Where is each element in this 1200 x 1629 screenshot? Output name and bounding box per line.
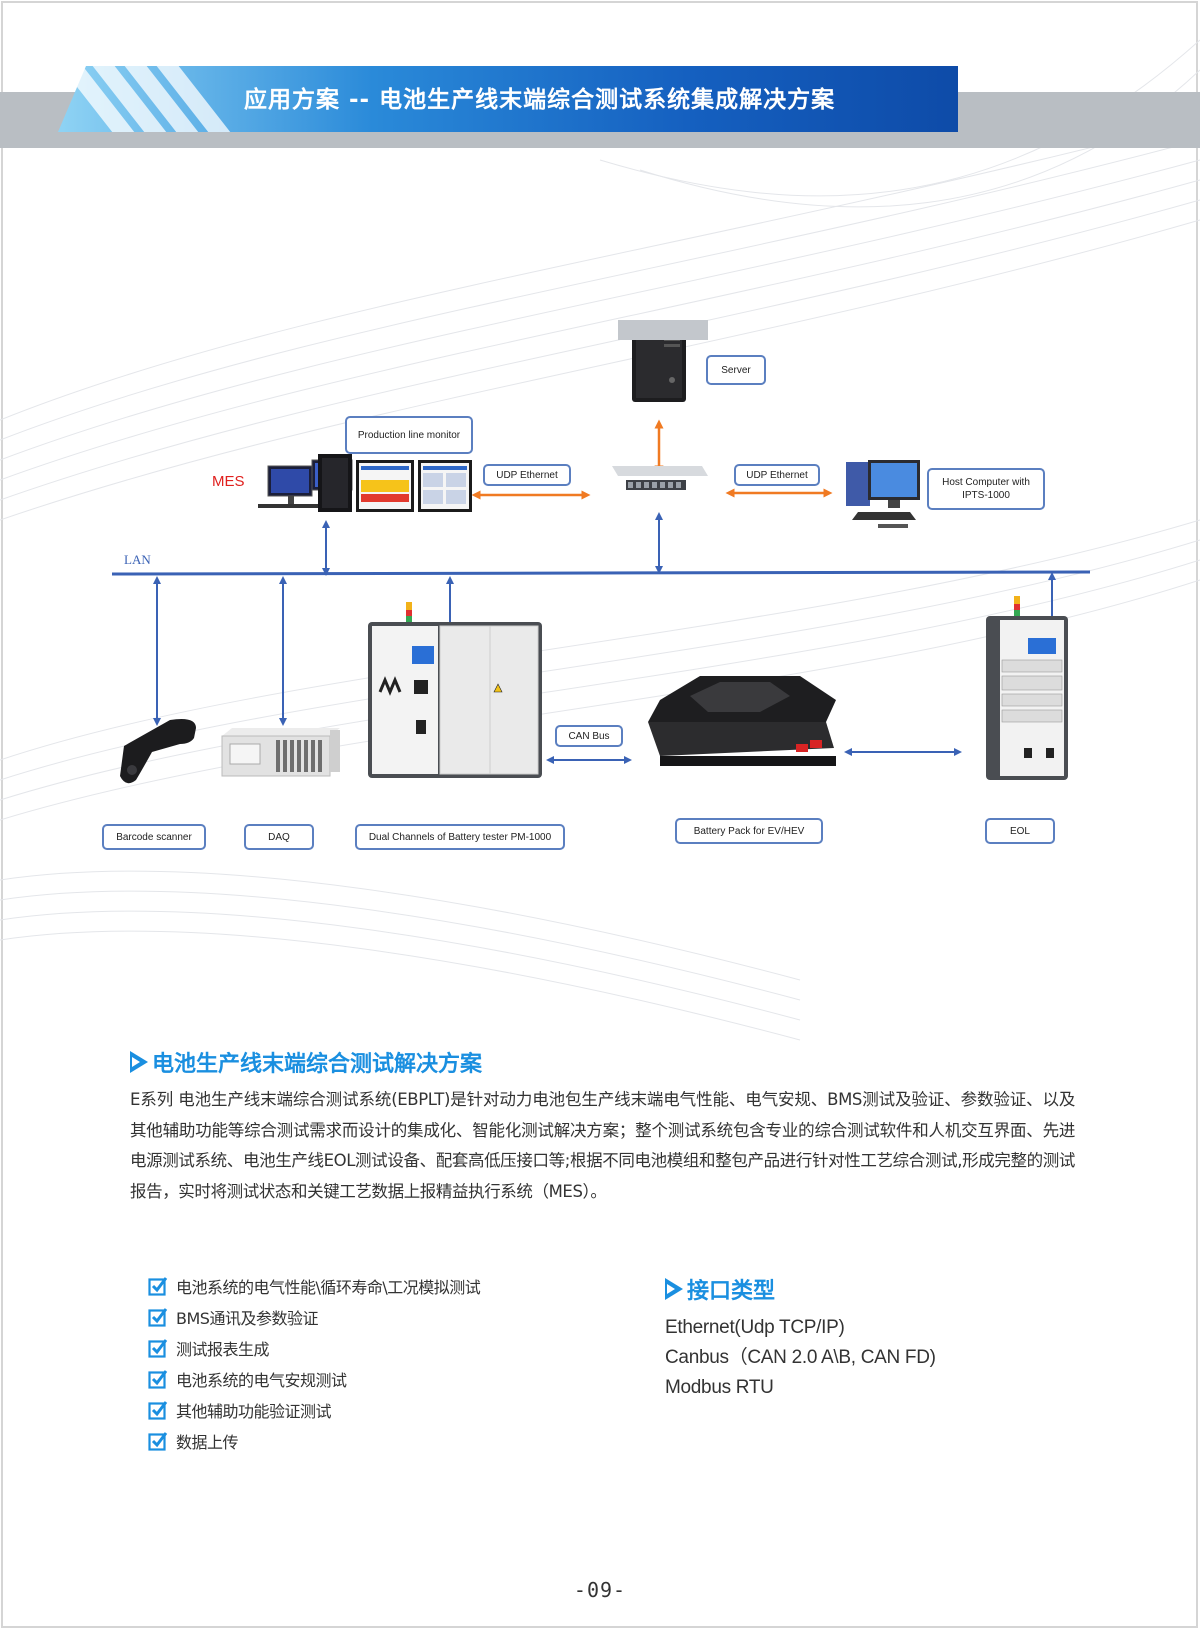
interface-item: Modbus RTU [665,1377,774,1398]
feature-text: 电池系统的电气性能\循环寿命\工况模拟测试 [176,1277,481,1297]
solution-description: E系列 电池生产线末端综合测试系统(EBPLT)是针对动力电池包生产线末端电气性… [130,1090,1075,1201]
page-title: 应用方案 -- 电池生产线末端综合测试系统集成解决方案 [244,87,836,113]
checkbox-icon [148,1431,168,1451]
lan-line [111,570,1091,576]
production-monitor-label: Production line monitor [345,416,473,454]
feature-text: 数据上传 [176,1432,239,1452]
checkbox-icon [148,1338,168,1358]
feature-item: 电池系统的电气性能\循环寿命\工况模拟测试 [148,1270,481,1301]
battery-pack-icon [648,676,836,766]
diagram-graphics [111,320,1091,784]
checkbox-icon [148,1307,168,1327]
udp-ethernet-left-label: UDP Ethernet [483,464,571,486]
interface-title-text: 接口类型 [687,1279,776,1304]
page-number: -09- [573,1578,627,1602]
mes-label: MES [212,473,245,490]
interface-item: Ethernet(Udp TCP/IP) [665,1317,845,1338]
feature-text: 电池系统的电气安规测试 [176,1370,347,1390]
feature-checklist: 电池系统的电气性能\循环寿命\工况模拟测试 BMS通讯及参数验证 测试报表生成 … [148,1270,481,1456]
daq-chassis-icon [221,728,340,777]
eol-cabinet-icon [986,596,1068,780]
interface-list: Ethernet(Udp TCP/IP) Canbus（CAN 2.0 A\B,… [665,1313,936,1403]
server-icon [632,328,686,402]
interface-item: Canbus（CAN 2.0 A\B, CAN FD) [665,1347,936,1368]
feature-item: 测试报表生成 [148,1332,480,1363]
barcode-scanner-label: Barcode scanner [102,824,206,850]
battery-tester-cabinet-icon [368,602,542,778]
production-monitor-screens [356,460,472,512]
feature-item: 电池系统的电气安规测试 [148,1363,480,1394]
checkbox-icon [148,1276,168,1296]
battery-tester-label: Dual Channels of Battery tester PM-1000 [355,824,565,850]
section-arrow-icon [665,1278,683,1300]
udp-ethernet-right-label: UDP Ethernet [734,464,820,486]
feature-text: BMS通讯及参数验证 [176,1308,318,1328]
mes-workstation-icon [258,454,353,512]
header-stripes [58,66,238,132]
feature-item: 其他辅助功能验证测试 [148,1394,480,1425]
checkbox-icon [148,1369,168,1389]
feature-item: BMS通讯及参数验证 [148,1301,480,1332]
can-bus-label: CAN Bus [555,725,623,747]
feature-text: 测试报表生成 [176,1339,270,1359]
interface-section-title: 接口类型 [665,1273,775,1305]
host-computer-icon [846,460,920,528]
battery-pack-label: Battery Pack for EV/HEV [675,818,823,844]
barcode-scanner-icon [120,719,196,784]
solution-section-title: 电池生产线末端综合测试解决方案 [130,1046,482,1078]
section-arrow-icon [130,1051,148,1073]
checkbox-icon [148,1400,168,1420]
feature-item: 数据上传 [148,1425,480,1456]
server-label: Server [706,355,766,385]
network-switch-icon [612,320,708,490]
feature-text: 其他辅助功能验证测试 [176,1401,332,1421]
host-computer-label: Host Computer with IPTS-1000 [927,468,1045,510]
eol-label: EOL [985,818,1055,844]
daq-label: DAQ [244,824,314,850]
lan-label: LAN [124,552,151,567]
solution-title-text: 电池生产线末端综合测试解决方案 [152,1052,483,1077]
network-diagram: MES LAN Production line monitor Server U… [0,320,1200,860]
